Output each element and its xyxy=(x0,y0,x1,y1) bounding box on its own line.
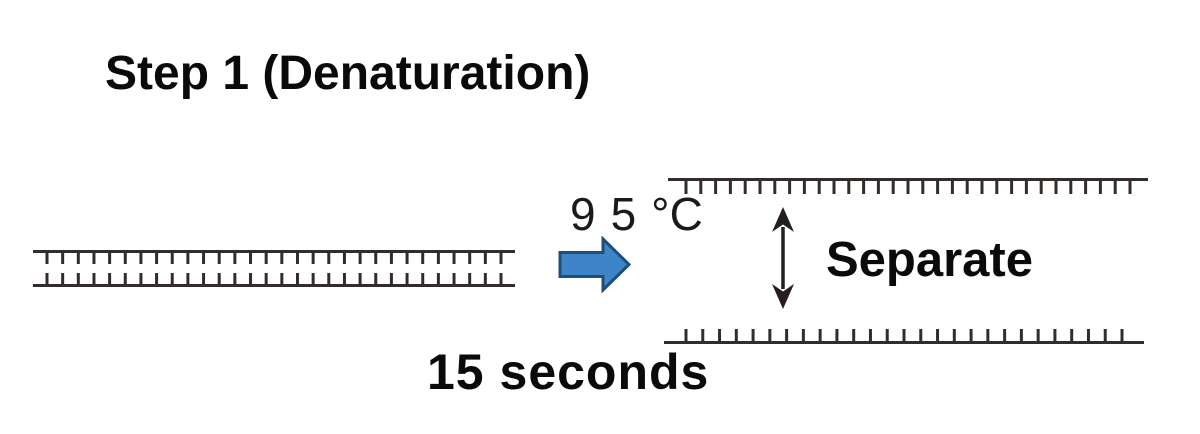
temperature-label: 95°C xyxy=(570,191,703,237)
right-block-arrow-shape xyxy=(558,236,632,293)
denatured-bottom-strand xyxy=(664,324,1144,344)
temperature-unit: °C xyxy=(651,188,703,240)
temperature-value: 95 xyxy=(570,188,652,240)
step-title: Step 1 (Denaturation) xyxy=(105,47,591,100)
separate-double-arrow-icon xyxy=(770,206,796,310)
separate-label: Separate xyxy=(826,233,1034,287)
denatured-top-strand xyxy=(668,178,1148,199)
separate-arrow-head-down xyxy=(772,284,794,309)
separate-arrow-head-up xyxy=(772,207,794,232)
duration-label: 15 seconds xyxy=(427,344,710,400)
right-block-arrow-icon xyxy=(558,236,632,293)
double-stranded-dna xyxy=(33,250,515,287)
